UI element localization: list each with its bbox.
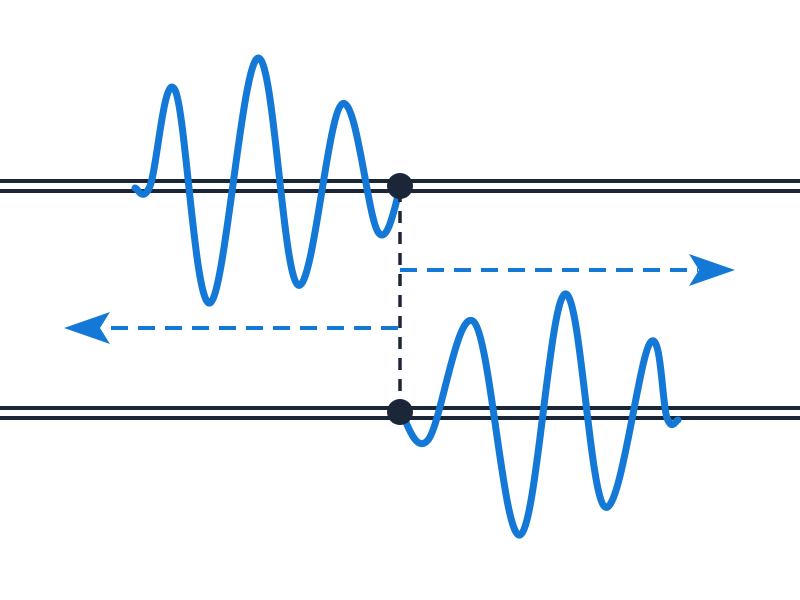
right-arrow [400, 254, 735, 286]
lower-pulse [396, 290, 682, 539]
left-arrow-head [64, 312, 110, 344]
left-arrow [64, 312, 398, 344]
upper-pulse [131, 54, 404, 307]
lower-junction [387, 399, 413, 425]
upper-junction [387, 173, 413, 199]
right-arrow-head [689, 254, 735, 286]
